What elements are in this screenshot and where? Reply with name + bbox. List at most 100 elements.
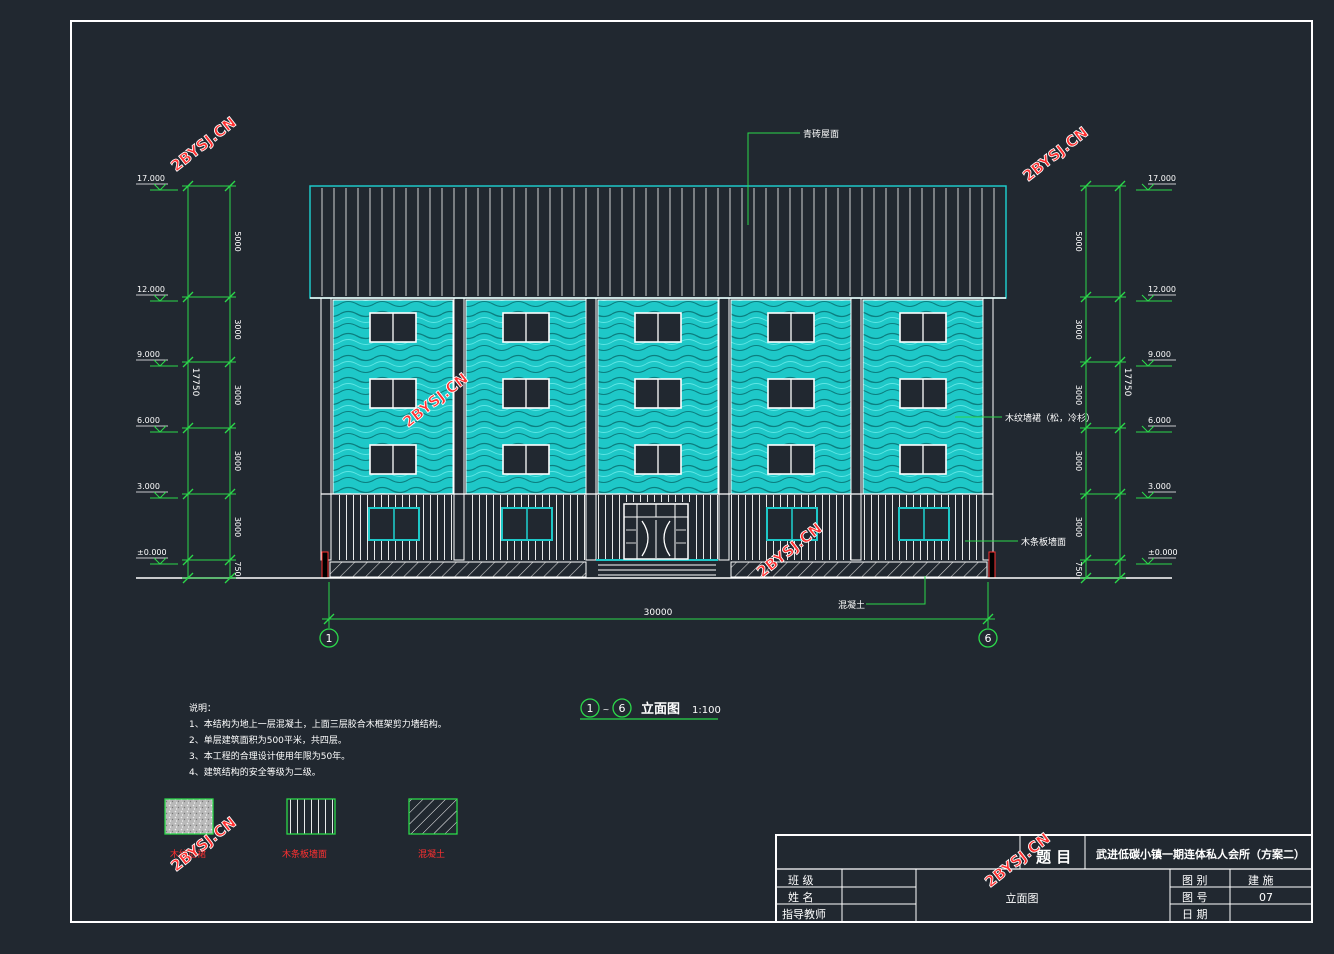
dim-tick (1080, 572, 1092, 584)
dim-tick (1080, 180, 1092, 192)
advisor-label: 指导教师 (782, 907, 826, 921)
dim-tick (182, 180, 194, 192)
legend-label: 木条板墙面 (282, 848, 327, 860)
title-block-text: 题 目 武进低碳小镇一期连体私人会所（方案二） 班 级 姓 名 指导教师 立面图… (782, 847, 1305, 921)
note-item: 1、本结构为地上一层混凝土，上面三层胶合木框架剪力墙结构。 (189, 718, 447, 730)
column (718, 297, 730, 561)
level-triangle (153, 491, 167, 499)
name-label: 姓 名 (788, 890, 814, 904)
window (899, 378, 947, 409)
level-triangle (1141, 294, 1155, 302)
dim-tick (1080, 291, 1092, 303)
entrance-steps (596, 559, 718, 576)
entrance-door (623, 503, 689, 560)
building-elevation (136, 185, 1172, 579)
legend-swatch-concrete (408, 798, 458, 835)
column (585, 297, 597, 561)
dim-segment-label: 3000 (233, 517, 242, 537)
window (634, 378, 682, 409)
design-notes: 说明： 1、本结构为地上一层混凝土，上面三层胶合木框架剪力墙结构。 2、单层建筑… (189, 702, 447, 778)
column (850, 297, 862, 561)
category-label: 图 别 (1182, 874, 1208, 887)
dim-tick (1114, 488, 1126, 500)
base-wall-label: 木条板墙面 (1021, 536, 1066, 548)
view-title-from: 1 (587, 702, 594, 715)
dim-tick (224, 488, 236, 500)
window (369, 312, 417, 343)
number-label: 图 号 (1182, 891, 1208, 904)
column (320, 297, 332, 561)
window (898, 507, 950, 541)
facade-bays (320, 297, 994, 561)
level-label: 9.000 (137, 350, 160, 359)
dim-total-left: 17750 (190, 368, 200, 397)
level-label: 12.000 (137, 285, 165, 294)
dim-tick (1080, 488, 1092, 500)
dim-tick (1114, 180, 1126, 192)
dim-tick (224, 356, 236, 368)
dim-tick (224, 554, 236, 566)
axis-bubble-end (978, 628, 998, 648)
note-item: 4、建筑结构的安全等级为二级。 (189, 766, 321, 778)
dim-segment-label: 3000 (233, 451, 242, 471)
window (899, 444, 947, 475)
window (766, 507, 818, 541)
level-label: 17.000 (1148, 174, 1176, 183)
column (453, 297, 465, 561)
notes-heading: 说明： (189, 702, 216, 714)
plinth-left (329, 561, 587, 578)
axis-bubble-start (319, 628, 339, 648)
note-item: 3、本工程的合理设计使用年限为50年。 (189, 750, 350, 762)
view-title-name: 立面图 (641, 701, 680, 717)
level-triangle (1141, 557, 1155, 565)
dim-tick (224, 572, 236, 584)
corner-left (321, 551, 329, 579)
level-triangle (153, 294, 167, 302)
title-block (775, 834, 1313, 923)
dim-tick (182, 572, 194, 584)
dim-tick (1114, 572, 1126, 584)
dim-tick (1114, 291, 1126, 303)
level-triangle (1141, 359, 1155, 367)
material-legend: 木纹墙裙 木条板墙面 混凝土 (164, 798, 458, 860)
legend-swatch-wood-wave (164, 798, 214, 835)
dim-tick (182, 291, 194, 303)
level-marker: 9.000 9.000 (136, 350, 1176, 367)
sheet-border (70, 20, 1313, 923)
level-label: 6.000 (137, 416, 160, 425)
watermark: 2BYSJ.CN (1019, 123, 1091, 185)
roof-label: 青砖屋面 (803, 128, 839, 140)
dim-tick (1114, 422, 1126, 434)
corner-right (988, 551, 996, 579)
ground-floor (321, 493, 993, 560)
dim-segment-label: 3000 (233, 319, 242, 339)
level-label: 3.000 (1148, 482, 1171, 491)
window (899, 312, 947, 343)
dim-tick (182, 488, 194, 500)
level-label: 17.000 (137, 174, 165, 183)
level-label: 9.000 (1148, 350, 1171, 359)
dim-tick (224, 180, 236, 192)
level-label: ±0.000 (1148, 548, 1178, 557)
dim-tick (1114, 356, 1126, 368)
category-value: 建 施 (1248, 873, 1274, 887)
view-title-to: 6 (619, 702, 626, 715)
drawing-name: 立面图 (1006, 891, 1039, 905)
concrete-label: 混凝土 (838, 599, 865, 611)
plinth-right (730, 561, 988, 578)
dim-segment-label: 3000 (233, 385, 242, 405)
topic-value: 武进低碳小镇一期连体私人会所（方案二） (1096, 847, 1305, 861)
dim-segment-label: 5000 (1074, 231, 1083, 251)
total-width-dim: 30000 (644, 608, 673, 618)
dim-tick (224, 291, 236, 303)
dim-segment-label: 750 (233, 561, 242, 576)
window (767, 444, 815, 475)
dim-segment-label: 5000 (233, 231, 242, 251)
level-marker: 17.000 17.000 (136, 174, 1176, 191)
window (502, 378, 550, 409)
